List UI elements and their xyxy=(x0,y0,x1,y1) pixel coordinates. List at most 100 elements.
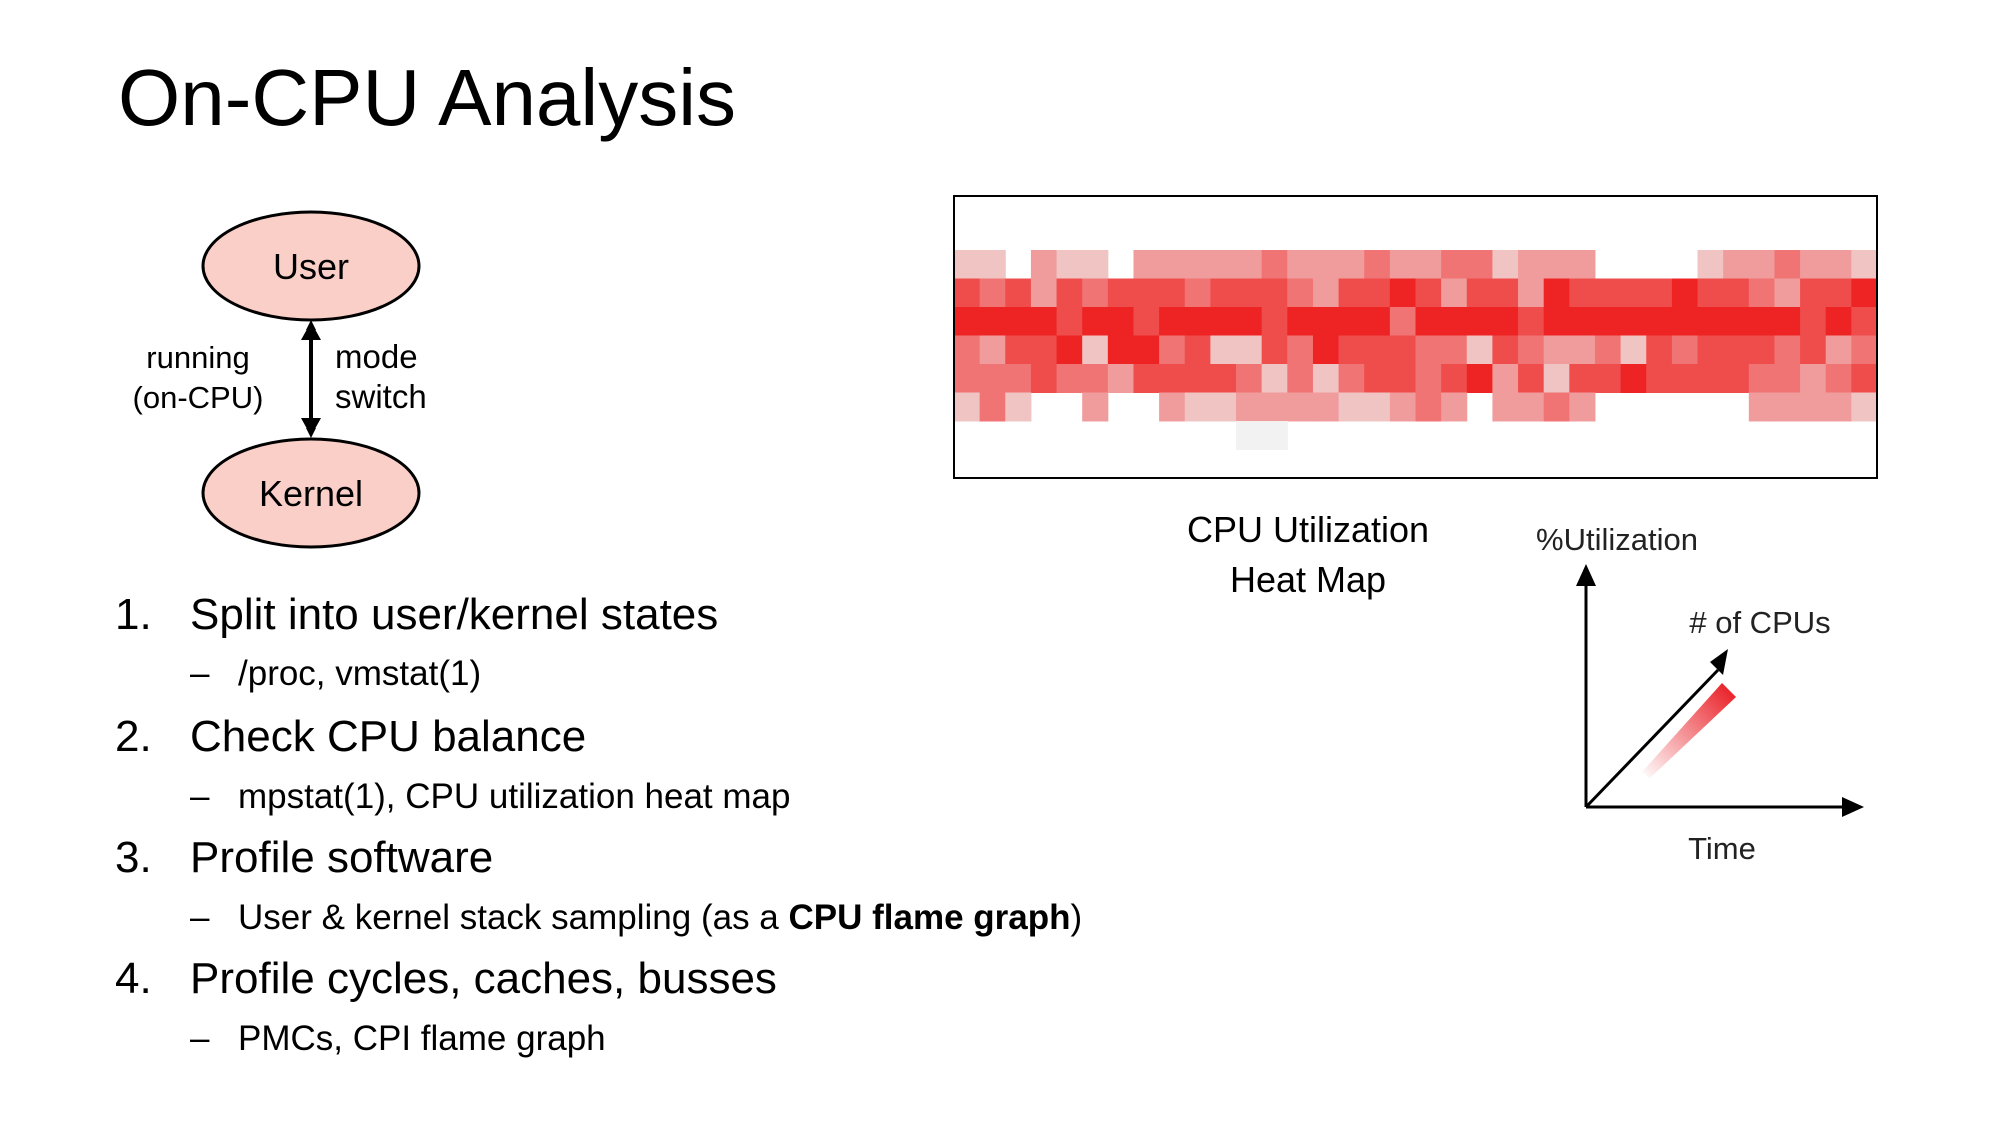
heatmap-cell xyxy=(1082,392,1109,422)
heatmap-cell xyxy=(1697,307,1724,336)
heatmap-cell xyxy=(1338,250,1365,279)
x-axis-arrowhead xyxy=(1842,797,1864,817)
heatmap-cell xyxy=(1364,392,1391,422)
heatmap-cell xyxy=(1159,392,1186,422)
heatmap-cell xyxy=(1518,364,1545,393)
heatmap-cell xyxy=(1107,335,1134,365)
heatmap-cell xyxy=(1415,364,1442,393)
step-number: 3. xyxy=(115,833,152,882)
heatmap-cell xyxy=(1338,335,1365,365)
heatmap-cell xyxy=(1415,392,1442,422)
heatmap-cell xyxy=(1030,335,1058,365)
sub-dash: – xyxy=(190,654,210,693)
heatmap-cell xyxy=(1415,250,1442,279)
heatmap-cell xyxy=(1569,307,1596,336)
heatmap-cell xyxy=(1774,335,1801,365)
heatmap-cell xyxy=(1569,364,1596,393)
heatmap-cell xyxy=(954,250,981,279)
heatmap-cell xyxy=(1030,364,1058,393)
heatmap-cell xyxy=(1466,364,1493,393)
heatmap-cell xyxy=(954,392,981,422)
heatmap-cell xyxy=(1056,278,1083,308)
heatmap-cell xyxy=(1748,392,1775,422)
heatmap-cell xyxy=(1184,364,1211,393)
heatmap-cell xyxy=(1492,278,1519,308)
heatmap-cell xyxy=(1825,392,1852,422)
heatmap-cell xyxy=(1441,335,1468,365)
heatmap-cell xyxy=(1415,307,1442,336)
heatmap-cell xyxy=(1107,307,1134,336)
heatmap-cell xyxy=(1082,250,1109,279)
heatmap-cell xyxy=(954,278,981,308)
heatmap-cell xyxy=(1184,392,1211,422)
heatmap-cell xyxy=(1261,335,1288,365)
heatmap-cell xyxy=(1466,278,1493,308)
heatmap-cell xyxy=(1338,364,1365,393)
heatmap-cell xyxy=(1748,335,1775,365)
heatmap-cell xyxy=(1723,250,1750,279)
heatmap-cell xyxy=(1671,307,1699,336)
heatmap-cell xyxy=(1312,278,1340,308)
heatmap-cell xyxy=(979,250,1006,279)
heatmap-cell xyxy=(1261,307,1288,336)
heatmap-cell xyxy=(1133,335,1160,365)
heatmap-cell xyxy=(1236,364,1263,393)
heatmap-cell xyxy=(1543,364,1570,393)
kernel-state-ellipse xyxy=(201,437,421,549)
heatmap-cell xyxy=(1851,250,1878,279)
heatmap-cell xyxy=(1851,392,1878,422)
step-subtext: PMCs, CPI flame graph xyxy=(238,1019,606,1058)
heatmap-cell xyxy=(1133,364,1160,393)
step-text: Profile cycles, caches, busses xyxy=(190,954,777,1003)
heatmap-border xyxy=(953,195,1878,479)
kernel-state-label: Kernel xyxy=(259,473,363,514)
heatmap-cell xyxy=(979,335,1006,365)
heatmap-cell xyxy=(1389,250,1416,279)
heatmap-cell xyxy=(1210,278,1237,308)
heatmap-cell xyxy=(1210,307,1237,336)
heatmap-cell xyxy=(1287,278,1314,308)
heatmap-cell xyxy=(1646,278,1673,308)
heatmap-cell xyxy=(1569,278,1596,308)
heatmap-cell xyxy=(1825,307,1852,336)
on-cpu-label: (on-CPU) xyxy=(133,380,264,415)
heatmap-cell xyxy=(1697,278,1724,308)
heatmap-cell xyxy=(1030,250,1058,279)
heatmap-cell xyxy=(1005,335,1032,365)
heatmap-cell xyxy=(1543,278,1570,308)
heatmap-cell xyxy=(1543,250,1570,279)
sub-dash: – xyxy=(190,898,210,937)
step-number: 2. xyxy=(115,712,152,761)
running-label: running xyxy=(146,340,249,375)
heatmap-cell xyxy=(1851,278,1878,308)
heatmap-cell xyxy=(1312,307,1340,336)
heatmap-cell xyxy=(1389,392,1416,422)
step-subtext: /proc, vmstat(1) xyxy=(238,654,482,693)
heatmap-cell xyxy=(1389,364,1416,393)
heatmap-cell xyxy=(1774,278,1801,308)
heatmap-cell xyxy=(1287,392,1314,422)
heatmap-cell xyxy=(1825,335,1852,365)
utilization-band xyxy=(1642,683,1736,778)
heatmap-cell xyxy=(1723,307,1750,336)
heatmap-cell xyxy=(1056,335,1083,365)
heatmap-cell xyxy=(1287,307,1314,336)
heatmap-cell xyxy=(1697,364,1724,393)
step-subtext: mpstat(1), CPU utilization heat map xyxy=(238,777,791,816)
heatmap-cell xyxy=(1774,307,1801,336)
cpus-diagonal-axis xyxy=(1584,668,1720,809)
heatmap-cell xyxy=(1133,278,1160,308)
heatmap-cell xyxy=(1492,364,1519,393)
heatmap-cell xyxy=(1492,335,1519,365)
heatmap-cell xyxy=(1107,364,1134,393)
heatmap-cell xyxy=(1800,335,1827,365)
heatmap-cell xyxy=(1364,278,1391,308)
cpu-utilization-heatmap xyxy=(953,195,1878,479)
heatmap-cell xyxy=(979,364,1006,393)
y-axis-arrowhead xyxy=(1576,564,1596,586)
heatmap-cell xyxy=(1646,335,1673,365)
heatmap-cell xyxy=(1133,250,1160,279)
heatmap-caption: CPU Utilization Heat Map xyxy=(1158,505,1458,605)
heatmap-cell xyxy=(1620,335,1647,365)
heatmap-cell xyxy=(1159,278,1186,308)
